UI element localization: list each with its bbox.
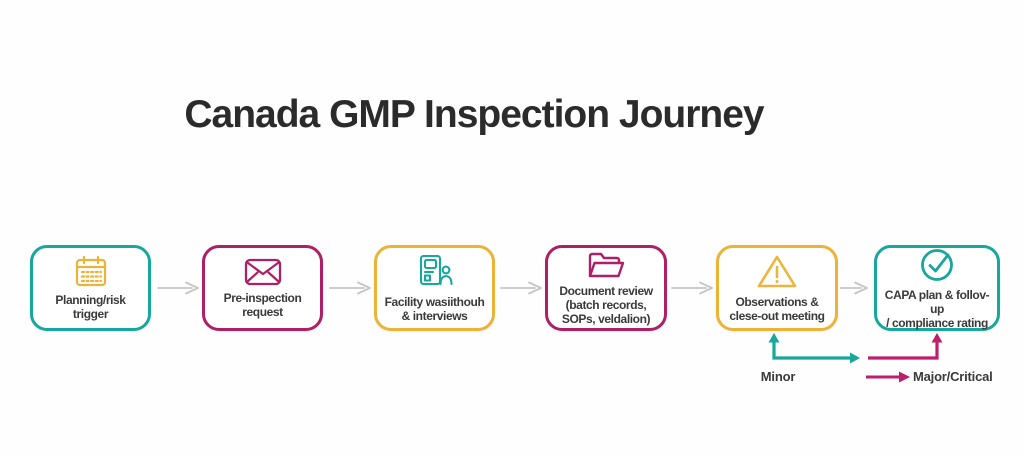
folder-icon	[586, 250, 626, 280]
step-planning-risk-trigger: Planning/risk trigger	[30, 245, 151, 331]
step-label: CAPA plan & follov-up / compliance ratin…	[884, 287, 990, 331]
step-label: Facility wasiithouh & interviews	[384, 294, 485, 323]
connector-arrow	[329, 281, 373, 295]
connector-arrow	[840, 281, 870, 295]
step-label: Pre-inspection request	[223, 290, 302, 319]
step-label: Document review (batch records, SOPs, ve…	[559, 283, 653, 327]
step-document-review: Document review (batch records, SOPs, ve…	[545, 245, 667, 331]
envelope-icon	[243, 257, 283, 287]
major-feedback-arrow	[864, 332, 948, 364]
minor-label: Minor	[760, 369, 796, 384]
major-legend-arrow	[864, 371, 912, 383]
step-observations-closeout: Observations & clese-out meeting	[716, 245, 838, 331]
step-pre-inspection-request: Pre-inspection request	[202, 245, 323, 331]
connector-arrow	[157, 281, 201, 295]
minor-feedback-arrow	[762, 332, 868, 364]
walkthrough-icon	[414, 253, 456, 291]
step-label: Observations & clese-out meeting	[729, 294, 825, 323]
connector-arrow	[671, 281, 715, 295]
warning-icon	[755, 253, 799, 291]
calendar-icon	[73, 255, 109, 289]
check-circle-icon	[918, 246, 956, 284]
step-facility-walkthrough-interviews: Facility wasiithouh & interviews	[374, 245, 495, 331]
step-capa-plan-compliance: CAPA plan & follov-up / compliance ratin…	[874, 245, 1000, 331]
step-label: Planning/risk trigger	[55, 292, 126, 321]
page-title: Canada GMP Inspection Journey	[184, 93, 764, 136]
major-label: Major/Critical	[913, 369, 993, 384]
connector-arrow	[500, 281, 544, 295]
